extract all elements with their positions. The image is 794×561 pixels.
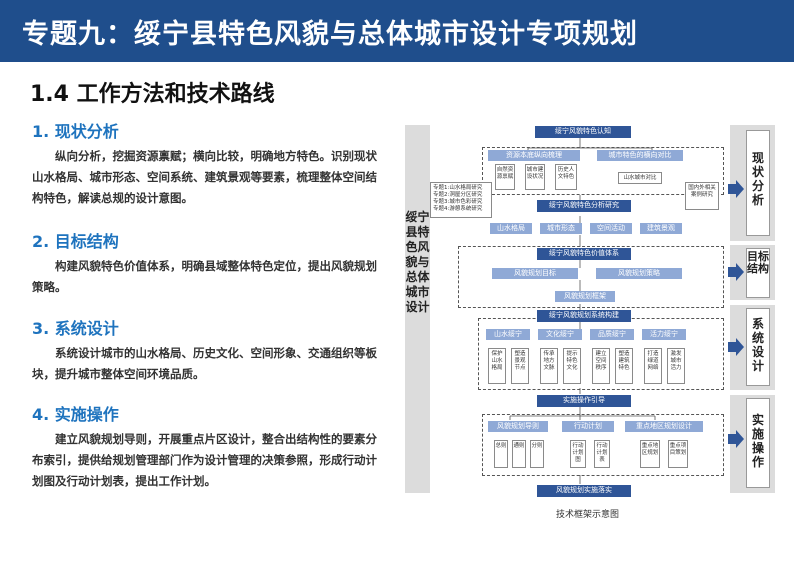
node-impl-3: 重点地区规划设计 bbox=[625, 421, 703, 432]
side-label-2-text: 目标结构 bbox=[747, 250, 769, 275]
node-impl-2: 行动计划 bbox=[562, 421, 614, 432]
side-label-4: 实施操作 bbox=[746, 398, 770, 488]
node-system-4: 活力绥宁 bbox=[642, 329, 686, 340]
side-arrow-2 bbox=[728, 263, 744, 281]
node-analysis: 绥宁风貌特色分析研究 bbox=[537, 200, 631, 212]
node-system-sub-4: 提示特色文化 bbox=[563, 348, 581, 384]
node-system-sub-2: 塑造景观节点 bbox=[511, 348, 529, 384]
node-resource-sub-3: 历史人文特色 bbox=[555, 164, 577, 190]
diagram-left-bar bbox=[405, 125, 430, 493]
side-arrow-1 bbox=[728, 180, 744, 198]
node-value: 绥宁风貌特色价值体系 bbox=[537, 248, 631, 260]
heading-2: 2. 目标结构 bbox=[32, 232, 119, 251]
node-compare: 城市特色的横向对比 bbox=[597, 150, 683, 161]
node-impl-sub-4: 行动计划图 bbox=[570, 440, 586, 468]
paragraph-4: 建立风貌规划导则，开展重点片区设计，整合出结构性的要素分布索引，提供给规划管理部… bbox=[32, 432, 377, 488]
node-analysis-sub-3: 空间活动 bbox=[590, 223, 632, 234]
side-arrow-4 bbox=[728, 430, 744, 448]
node-system-2: 文化绥宁 bbox=[538, 329, 582, 340]
node-system-3: 品质绥宁 bbox=[590, 329, 634, 340]
node-compare-sub: 山水城市对比 bbox=[618, 172, 662, 184]
heading-1: 1. 现状分析 bbox=[32, 122, 119, 141]
topic-2: 专题2:洞屋分区研究 bbox=[433, 192, 483, 198]
node-final: 风貌规划实施落实 bbox=[537, 485, 631, 497]
topic-3: 专题3:城市色彩研究 bbox=[433, 199, 483, 205]
topic-1: 专题1:山水格局研究 bbox=[433, 185, 483, 191]
paragraph-3: 系统设计城市的山水格局、历史文化、空间形象、交通组织等板块，提升城市整体空间环境… bbox=[32, 346, 377, 381]
node-impl-sub-7: 重点项目策划 bbox=[668, 440, 688, 468]
node-impl-1: 风貌规划导则 bbox=[488, 421, 548, 432]
node-impl-sub-2: 通则 bbox=[512, 440, 526, 468]
side-arrow-3 bbox=[728, 338, 744, 356]
topic-4: 专题4:游憩系统研究 bbox=[433, 206, 483, 212]
topic-list: 专题1:山水格局研究 专题2:洞屋分区研究 专题3:城市色彩研究 专题4:游憩系… bbox=[430, 182, 492, 218]
header-bar: 专题九：绥宁县特色风貌与总体城市设计专项规划 bbox=[0, 0, 794, 62]
paragraph-2: 构建风貌特色价值体系，明确县域整体特色定位，提出风貌规划策略。 bbox=[32, 259, 377, 294]
node-system-sub-1: 保护山水格局 bbox=[488, 348, 506, 384]
heading-3: 3. 系统设计 bbox=[32, 319, 119, 338]
node-impl-sub-1: 总则 bbox=[494, 440, 508, 468]
diagram-caption: 技术框架示意图 bbox=[556, 510, 620, 520]
node-system-1: 山水绥宁 bbox=[486, 329, 530, 340]
node-system-sub-5: 建立空间秩序 bbox=[592, 348, 610, 384]
diagram-left-label: 绥宁县特色风貌与总体城市设计 bbox=[405, 210, 430, 314]
node-framework: 风貌规划框架 bbox=[555, 291, 615, 302]
node-domestic: 国内外相关案例研究 bbox=[685, 182, 719, 210]
node-impl-sub-3: 分则 bbox=[530, 440, 544, 468]
paragraph-1: 纵向分析，挖掘资源禀赋；横向比较，明确地方特色。识别现状山水格局、城市形态、空间… bbox=[32, 149, 377, 205]
node-strategy: 风貌规划策略 bbox=[596, 268, 682, 279]
page-title: 专题九：绥宁县特色风貌与总体城市设计专项规划 bbox=[22, 19, 638, 50]
side-label-3: 系统设计 bbox=[746, 308, 770, 386]
dash-region-2 bbox=[458, 246, 724, 308]
node-system-sub-6: 塑造建筑特色 bbox=[615, 348, 633, 384]
side-label-1-text: 现状分析 bbox=[751, 151, 764, 207]
heading-4: 4. 实施操作 bbox=[32, 405, 119, 424]
node-impl-sub-5: 行动计划表 bbox=[594, 440, 610, 468]
dash-region-4 bbox=[482, 414, 724, 476]
node-resource: 资源本底纵向梳理 bbox=[488, 150, 580, 161]
node-system-sub-3: 传承地方文脉 bbox=[540, 348, 558, 384]
node-resource-sub-2: 城市建设状况 bbox=[525, 164, 545, 190]
node-system-sub-8: 激发城市活力 bbox=[667, 348, 685, 384]
node-top: 绥宁风貌特色认知 bbox=[535, 126, 631, 138]
node-goal: 风貌规划目标 bbox=[492, 268, 578, 279]
node-resource-sub-1: 自然资源禀赋 bbox=[495, 164, 515, 190]
side-label-2: 目标结构 bbox=[746, 248, 770, 298]
node-system: 绥宁风貌规划系统构建 bbox=[537, 310, 631, 322]
node-analysis-sub-4: 建筑景观 bbox=[640, 223, 682, 234]
node-impl-sub-6: 重点地区规划 bbox=[640, 440, 660, 468]
node-system-sub-7: 打造绿道网络 bbox=[644, 348, 662, 384]
side-label-3-text: 系统设计 bbox=[751, 317, 764, 373]
node-analysis-sub-1: 山水格局 bbox=[490, 223, 532, 234]
node-guide: 实施操作引导 bbox=[537, 395, 631, 407]
node-analysis-sub-2: 城市形态 bbox=[540, 223, 582, 234]
section-title: 1.4 工作方法和技术路线 bbox=[30, 82, 275, 107]
side-label-1: 现状分析 bbox=[746, 130, 770, 236]
side-label-4-text: 实施操作 bbox=[751, 413, 764, 469]
dash-region-1 bbox=[482, 147, 724, 195]
